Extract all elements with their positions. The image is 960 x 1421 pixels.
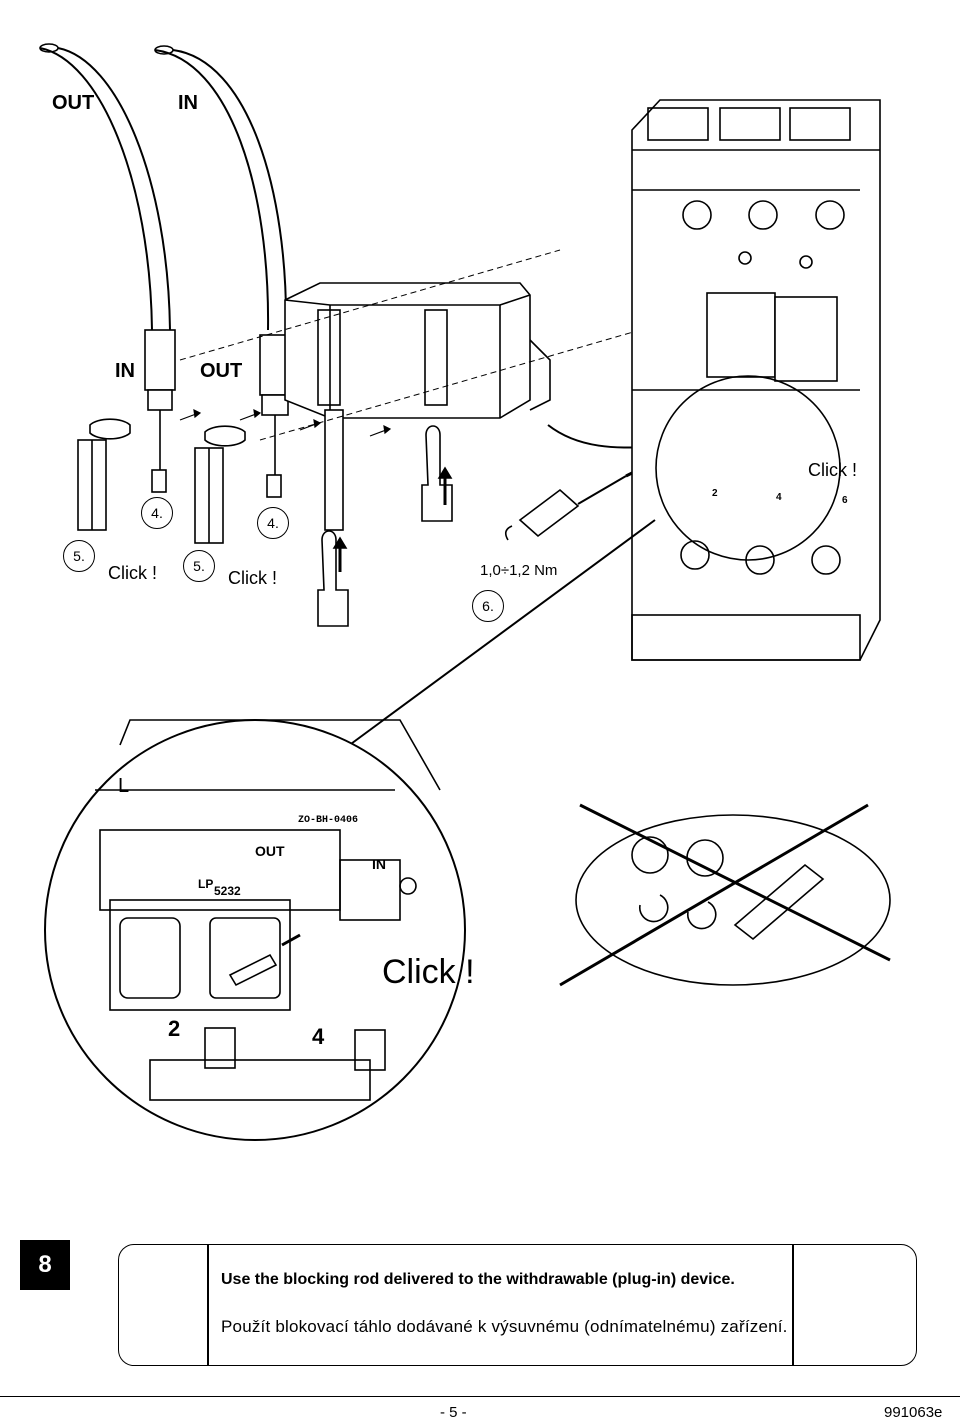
label-in-mid: IN — [115, 360, 135, 382]
cable-out — [39, 43, 176, 493]
step-number-badge: 8 — [20, 1240, 70, 1290]
click-label-c: Click ! — [808, 460, 857, 480]
zoom-num: 5232 — [214, 884, 241, 898]
click-label-a: Click ! — [108, 563, 157, 583]
step-5a: 5. — [63, 540, 95, 572]
footer-rule — [0, 1396, 960, 1397]
zoom-terminal-2: 2 — [168, 1016, 181, 1041]
clip-left — [77, 418, 131, 531]
click-label-d: Click ! — [382, 953, 475, 991]
torque-value: 1,0÷1,2 Nm — [480, 562, 558, 579]
hand-push-icon — [317, 530, 349, 627]
note-divider-left — [207, 1245, 209, 1365]
click-label-b: Click ! — [228, 568, 277, 588]
forbidden-parts — [559, 803, 891, 987]
clip-right — [194, 425, 246, 544]
zoom-out: OUT — [255, 843, 285, 859]
step-4a: 4. — [141, 497, 173, 529]
hand-push-icon-2 — [421, 425, 453, 522]
step-4b: 4. — [257, 507, 289, 539]
label-out-mid: OUT — [200, 360, 243, 382]
holder-block — [284, 282, 551, 531]
document-code: 991063e — [884, 1404, 943, 1421]
zoom-view — [44, 719, 466, 1141]
zoom-lp: LP — [198, 877, 214, 891]
zoom-connector — [339, 519, 656, 753]
zoom-in: IN — [372, 856, 386, 872]
terminal-4: 4 — [776, 492, 782, 503]
screwdriver — [504, 470, 635, 541]
terminal-6: 6 — [842, 495, 848, 506]
note-box: Use the blocking rod delivered to the wi… — [118, 1244, 917, 1366]
axis-lines — [179, 249, 641, 441]
page-number: - 5 - — [440, 1404, 467, 1421]
note-text-czech: Použít blokovací táhlo dodávané k výsuvn… — [221, 1317, 788, 1336]
magnifier-circle — [655, 375, 841, 561]
step-5b: 5. — [183, 550, 215, 582]
zoom-l-mark: L — [118, 775, 130, 797]
zoom-terminal-4: 4 — [312, 1024, 325, 1049]
circuit-breaker — [631, 99, 881, 661]
label-out-top: OUT — [52, 92, 95, 114]
terminal-2: 2 — [712, 488, 718, 499]
step-6: 6. — [472, 590, 504, 622]
zoom-label-code: ZO-BH-0406 — [298, 815, 359, 826]
label-in-top: IN — [178, 92, 198, 114]
note-text-english: Use the blocking rod delivered to the wi… — [221, 1271, 735, 1288]
note-divider-right — [792, 1245, 794, 1365]
